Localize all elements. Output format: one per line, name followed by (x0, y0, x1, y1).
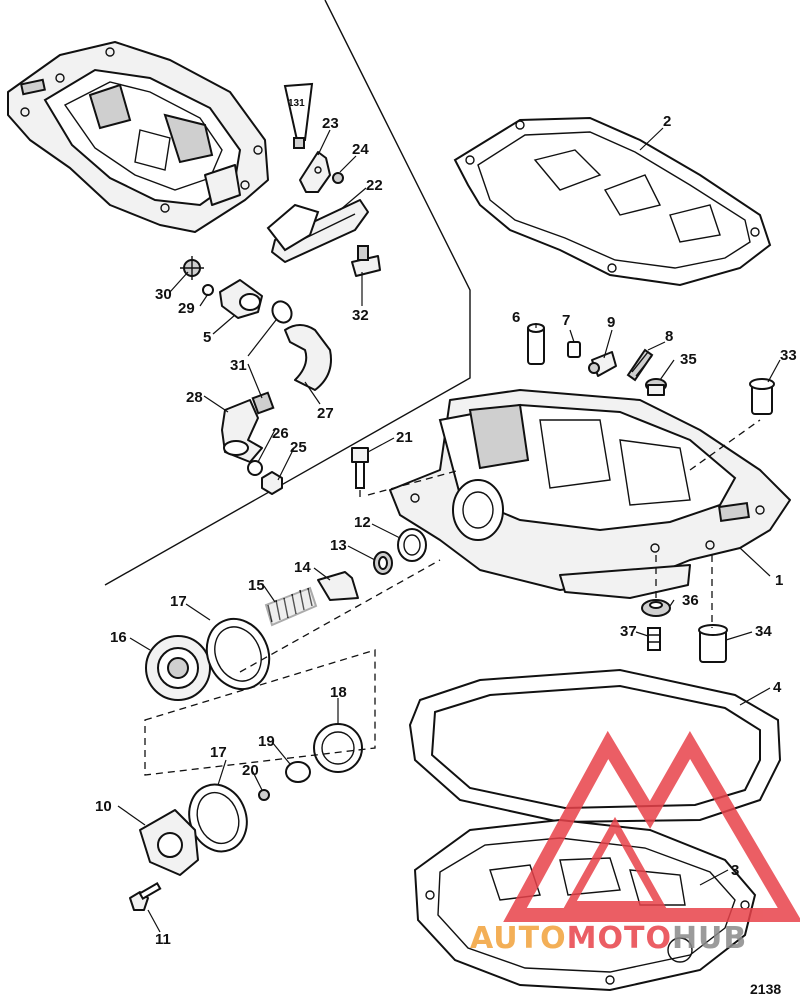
callout-21: 21 (396, 429, 413, 446)
callout-5: 5 (203, 329, 211, 346)
callout-4: 4 (773, 679, 782, 696)
part-34-bushing (698, 624, 728, 663)
callout-26: 26 (272, 425, 289, 442)
callout-29: 29 (178, 300, 195, 317)
callout-19: 19 (258, 733, 275, 750)
callout-35: 35 (680, 351, 697, 368)
part-9-fitting (588, 351, 617, 377)
callout-18: 18 (330, 684, 347, 701)
callout-7: 7 (562, 312, 570, 329)
callout-16: 16 (110, 629, 127, 646)
part-22-cover (266, 199, 369, 263)
callout-25: 25 (290, 439, 307, 456)
part-1-adaptor-plate (389, 389, 791, 599)
part-23-bracket (299, 151, 331, 193)
callout-37: 37 (620, 623, 637, 640)
watermark-triangle-inner (563, 816, 667, 909)
callout-8: 8 (665, 328, 673, 345)
watermark-text-auto: AUTO (470, 921, 567, 956)
watermark-logo: AUTOMOTOHUB (470, 730, 800, 956)
adaptor-plate-inset (7, 41, 269, 233)
callout-31a: 31 (230, 357, 247, 374)
part-7-pin (567, 341, 581, 358)
part-6-pin (527, 323, 545, 365)
part-17-gasket-upper (205, 617, 271, 691)
part-21-bolt (351, 447, 369, 489)
part-27-hose (284, 324, 332, 391)
callout-32: 32 (352, 307, 369, 324)
callout-22: 22 (366, 177, 383, 194)
part-20-screw (258, 789, 270, 801)
callout-3: 3 (731, 862, 739, 879)
part-29-washer (202, 284, 214, 296)
callout-24: 24 (352, 141, 369, 158)
callout-17a: 17 (170, 593, 187, 610)
callout-9: 9 (607, 314, 615, 331)
watermark-triangle-outer (503, 730, 800, 922)
part-12-seal (397, 528, 427, 562)
callout-33: 33 (780, 347, 797, 364)
leader-lines (117, 127, 781, 933)
svg-text:AUTOMOTOHUB: AUTOMOTOHUB (470, 921, 747, 956)
part-8-anode-rod (626, 348, 654, 382)
part-18-diaphragm (313, 723, 363, 773)
figure-number: 2138 (750, 981, 781, 997)
callout-13: 13 (330, 537, 347, 554)
part-16-cover (145, 635, 211, 701)
part-19-plate (285, 761, 311, 783)
part-5-fitting (219, 279, 263, 319)
callout-12: 12 (354, 514, 371, 531)
callout-14: 14 (294, 559, 311, 576)
sealant-tube-131: 131 (283, 82, 314, 149)
part-13-washer (373, 551, 393, 575)
part-37-fitting (647, 627, 661, 651)
callout-28: 28 (186, 389, 203, 406)
part-15-spring (264, 586, 318, 627)
callout-labels: 1 2 3 4 5 6 7 8 9 10 11 12 13 14 15 16 1… (95, 113, 797, 948)
watermark-text-hub: HUB (672, 921, 747, 956)
sealant-tube-label: 131 (288, 98, 305, 109)
callout-1: 1 (775, 572, 783, 589)
part-32 (351, 245, 381, 277)
part-11-bolt (129, 882, 162, 911)
callout-11: 11 (155, 931, 171, 948)
callout-34: 34 (755, 623, 772, 640)
callout-17b: 17 (210, 744, 227, 761)
callout-20: 20 (242, 762, 259, 779)
callout-15: 15 (248, 577, 265, 594)
part-2-gasket (453, 116, 772, 287)
part-33-bushing (749, 378, 775, 415)
part-31-clamps (251, 300, 293, 415)
assembly-lines (144, 419, 761, 776)
callout-30: 30 (155, 286, 172, 303)
part-35-grommet (645, 378, 667, 396)
callout-36: 36 (682, 592, 699, 609)
part-25-nut (261, 471, 283, 495)
part-10-housing (139, 809, 199, 876)
callout-6: 6 (512, 309, 520, 326)
part-24-screw (332, 172, 344, 184)
inset-frame (104, 0, 471, 586)
part-26-oring (247, 460, 263, 476)
part-28-elbow (221, 399, 263, 463)
callout-27: 27 (317, 405, 334, 422)
callout-10: 10 (95, 798, 112, 815)
part-36-grommet (641, 599, 671, 617)
callout-2: 2 (663, 113, 671, 130)
callout-23: 23 (322, 115, 339, 132)
watermark-text-moto: MOTO (567, 921, 672, 956)
